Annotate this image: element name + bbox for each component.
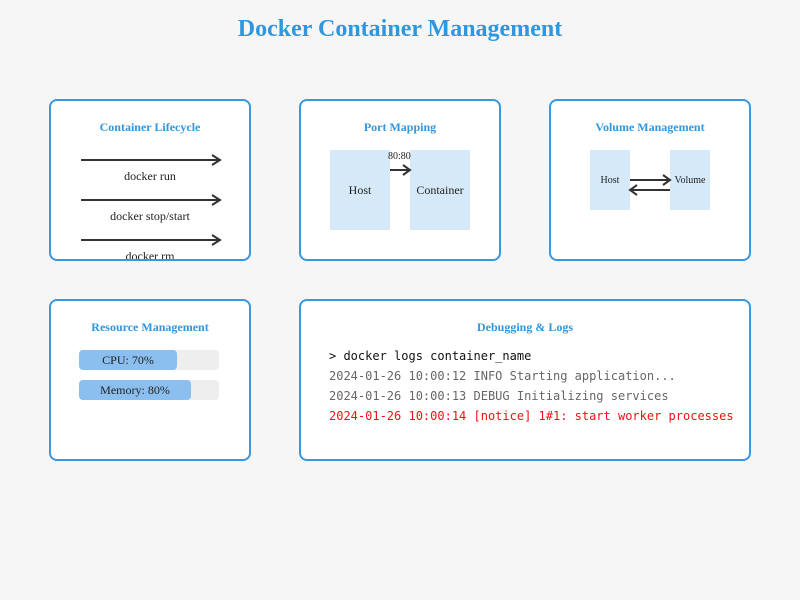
cpu-bar: CPU: 70% bbox=[79, 350, 219, 370]
log-command: > docker logs container_name bbox=[329, 349, 532, 363]
cpu-bar-label: CPU: 70% bbox=[102, 353, 154, 367]
memory-bar-fill bbox=[79, 380, 191, 400]
log-line: 2024-01-26 10:00:12 INFO Starting applic… bbox=[329, 369, 676, 383]
memory-bar-label: Memory: 80% bbox=[100, 383, 170, 397]
volume-panel: Volume Management Host Volume bbox=[549, 99, 751, 261]
port-arrow-icon bbox=[390, 164, 412, 176]
volume-box: Volume bbox=[670, 150, 710, 210]
port-host-box: Host bbox=[330, 150, 390, 230]
port-mapping-title: Port Mapping bbox=[363, 120, 437, 134]
port-container-box: Container bbox=[410, 150, 470, 230]
cpu-bar-fill bbox=[79, 350, 177, 370]
port-mapping-panel: Port Mapping Host Container 80:80 bbox=[299, 99, 501, 261]
lifecycle-title: Container Lifecycle bbox=[99, 120, 201, 134]
logs-title: Debugging & Logs bbox=[476, 320, 574, 334]
logs-panel: Debugging & Logs > docker logs container… bbox=[299, 299, 751, 461]
page-title: Docker Container Management bbox=[237, 16, 563, 42]
port-container-label: Container bbox=[416, 182, 464, 197]
command-docker-run: docker run bbox=[124, 169, 176, 183]
arrow-right-icon bbox=[81, 234, 222, 246]
volume-host-box: Host bbox=[590, 150, 630, 210]
volume-host-label: Host bbox=[600, 174, 620, 186]
resource-panel: Resource Management CPU: 70% Memory: 80% bbox=[49, 299, 251, 461]
log-line: 2024-01-26 10:00:14 [notice] 1#1: start … bbox=[329, 409, 734, 423]
arrow-right-icon bbox=[81, 154, 222, 166]
volume-title: Volume Management bbox=[595, 120, 705, 134]
arrow-right-icon bbox=[81, 194, 222, 206]
memory-bar: Memory: 80% bbox=[79, 380, 219, 400]
command-docker-stop-start: docker stop/start bbox=[110, 209, 190, 223]
bidirectional-arrow-icon bbox=[628, 174, 672, 196]
log-line: 2024-01-26 10:00:13 DEBUG Initializing s… bbox=[329, 389, 669, 403]
volume-label: Volume bbox=[674, 174, 706, 186]
lifecycle-panel: Container Lifecycle docker run docker st… bbox=[49, 99, 251, 261]
lifecycle-arrows bbox=[81, 154, 222, 246]
port-host-label: Host bbox=[348, 182, 372, 197]
resource-title: Resource Management bbox=[91, 320, 209, 334]
command-docker-rm: docker rm bbox=[125, 249, 175, 261]
port-mapping-label: 80:80 bbox=[388, 151, 411, 162]
